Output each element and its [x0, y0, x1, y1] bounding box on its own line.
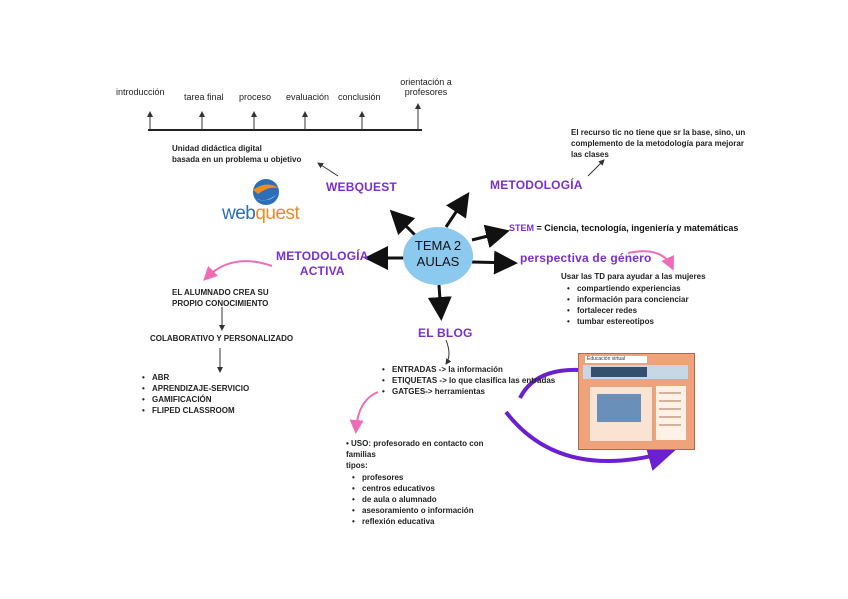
list-item: centros educativos	[350, 483, 474, 494]
metodologia-note-line3: las clases	[571, 150, 609, 159]
blog-screenshot-image: Educación virtual	[578, 353, 695, 450]
webquest-logo-part1: web	[222, 203, 256, 224]
stem-text: = Ciencia, tecnología, ingeniería y mate…	[536, 223, 739, 233]
timeline-label-evaluacion: evaluación	[286, 92, 330, 102]
blog-screenshot-sidebar-line	[659, 424, 681, 426]
list-item: ABR	[140, 372, 249, 383]
timeline-label-introduccion: introducción	[116, 87, 165, 97]
metodologia-to-note-arrow	[587, 159, 605, 177]
webquest-logo: webquest	[222, 178, 306, 226]
webquest-to-caption-arrow	[317, 162, 339, 177]
timeline-label-orientacion: orientación a profesores	[396, 77, 456, 97]
activa-title-line2: ACTIVA	[299, 264, 345, 278]
list-item: compartiendo experiencias	[565, 283, 689, 294]
blog-screenshot-sidebar	[656, 386, 686, 440]
activa-list: ABR APRENDIZAJE-SERVICIO GAMIFICACIÓN FL…	[140, 372, 249, 416]
center-arrows	[364, 192, 518, 321]
blog-uso-line2: familias	[346, 450, 376, 459]
blog-title: EL BLOG	[418, 326, 473, 340]
blog-screenshot-banner	[591, 367, 647, 377]
purple-arrow-lower	[504, 410, 676, 471]
list-item: tumbar estereotipos	[565, 316, 689, 327]
genero-intro: Usar las TD para ayudar a las mujeres	[561, 272, 706, 281]
timeline-label-conclusion: conclusión	[338, 92, 381, 102]
activa-note-line1: EL ALUMNADO CREA SU	[172, 288, 269, 297]
pink-arrow-genero	[627, 250, 675, 271]
blog-uso: • USO: profesorado en contacto con famil…	[346, 438, 484, 471]
list-item: FLIPED CLASSROOM	[140, 405, 249, 416]
timeline-label-proceso: proceso	[239, 92, 272, 102]
blog-screenshot-post-image	[597, 394, 641, 422]
metodologia-note-line2: complemento de la metodología para mejor…	[571, 139, 744, 148]
center-node: TEMA 2 AULAS	[403, 227, 473, 285]
timeline-label-tarea-final: tarea final	[184, 92, 224, 102]
genero-list: compartiendo experiencias información pa…	[565, 283, 689, 327]
list-item: GATGES-> herramientas	[380, 386, 555, 397]
timeline-line	[147, 103, 422, 131]
timeline-label-orientacion-line2: profesores	[404, 87, 448, 97]
list-item: fortalecer redes	[565, 305, 689, 316]
blog-items-arrow	[445, 339, 452, 365]
list-item: APRENDIZAJE-SERVICIO	[140, 383, 249, 394]
activa-title-line1: METODOLOGÍA	[276, 249, 369, 263]
blog-screenshot-sidebar-line	[659, 400, 681, 402]
list-item: asesoramiento o información	[350, 505, 474, 516]
center-line1: TEMA 2	[414, 238, 462, 253]
pink-arrow-blog	[349, 391, 379, 434]
stem-node: STEM = Ciencia, tecnología, ingeniería y…	[509, 223, 738, 233]
list-item: de aula o alumnado	[350, 494, 474, 505]
pink-arrow-activa	[203, 260, 273, 281]
blog-screenshot-sidebar-line	[659, 392, 681, 394]
timeline-caption: Unidad didáctica digital basada en un pr…	[172, 143, 301, 165]
metodologia-note: El recurso tic no tiene que sr la base, …	[571, 127, 745, 160]
list-item: GAMIFICACIÓN	[140, 394, 249, 405]
blog-uso-line1: • USO: profesorado en contacto con	[346, 439, 484, 448]
activa-sub: COLABORATIVO Y PERSONALIZADO	[150, 334, 294, 343]
center-line2: AULAS	[416, 254, 460, 269]
webquest-globe-icon	[253, 179, 279, 205]
blog-screenshot-sidebar-line	[659, 416, 681, 418]
webquest-title: WEBQUEST	[326, 180, 397, 194]
activa-note-line2: PROPIO CONOCIMIENTO	[172, 299, 269, 308]
list-item: información para concienciar	[565, 294, 689, 305]
genero-title: perspectiva de género	[520, 251, 652, 265]
webquest-logo-text: webquest	[222, 203, 300, 225]
timeline-label-orientacion-line1: orientación a	[400, 77, 452, 87]
blog-tipos-list: profesores centros educativos de aula o …	[350, 472, 474, 527]
timeline-caption-line2: basada en un problema u objetivo	[172, 155, 302, 164]
webquest-logo-part2: quest	[255, 203, 300, 224]
blog-uso-line1-text: USO: profesorado en contacto con	[351, 439, 484, 448]
blog-screenshot-title: Educación virtual	[585, 356, 647, 363]
activa-note: EL ALUMNADO CREA SU PROPIO CONOCIMIENTO	[172, 287, 269, 309]
blog-screenshot-header	[583, 365, 688, 379]
list-item: ENTRADAS -> la información	[380, 364, 555, 375]
metodologia-note-line1: El recurso tic no tiene que sr la base, …	[571, 128, 746, 137]
timeline-caption-line1: Unidad didáctica digital	[172, 144, 262, 153]
stem-label: STEM	[509, 223, 535, 233]
activa-title: METODOLOGÍA ACTIVA	[276, 249, 369, 279]
list-item: ETIQUETAS -> lo que clasifica las entrad…	[380, 375, 555, 386]
list-item: reflexión educativa	[350, 516, 474, 527]
blog-list: ENTRADAS -> la información ETIQUETAS -> …	[380, 364, 555, 397]
metodologia-title: METODOLOGÍA	[490, 178, 583, 192]
blog-screenshot-sidebar-line	[659, 408, 681, 410]
list-item: profesores	[350, 472, 474, 483]
blog-tipos-label: tipos:	[346, 461, 368, 470]
